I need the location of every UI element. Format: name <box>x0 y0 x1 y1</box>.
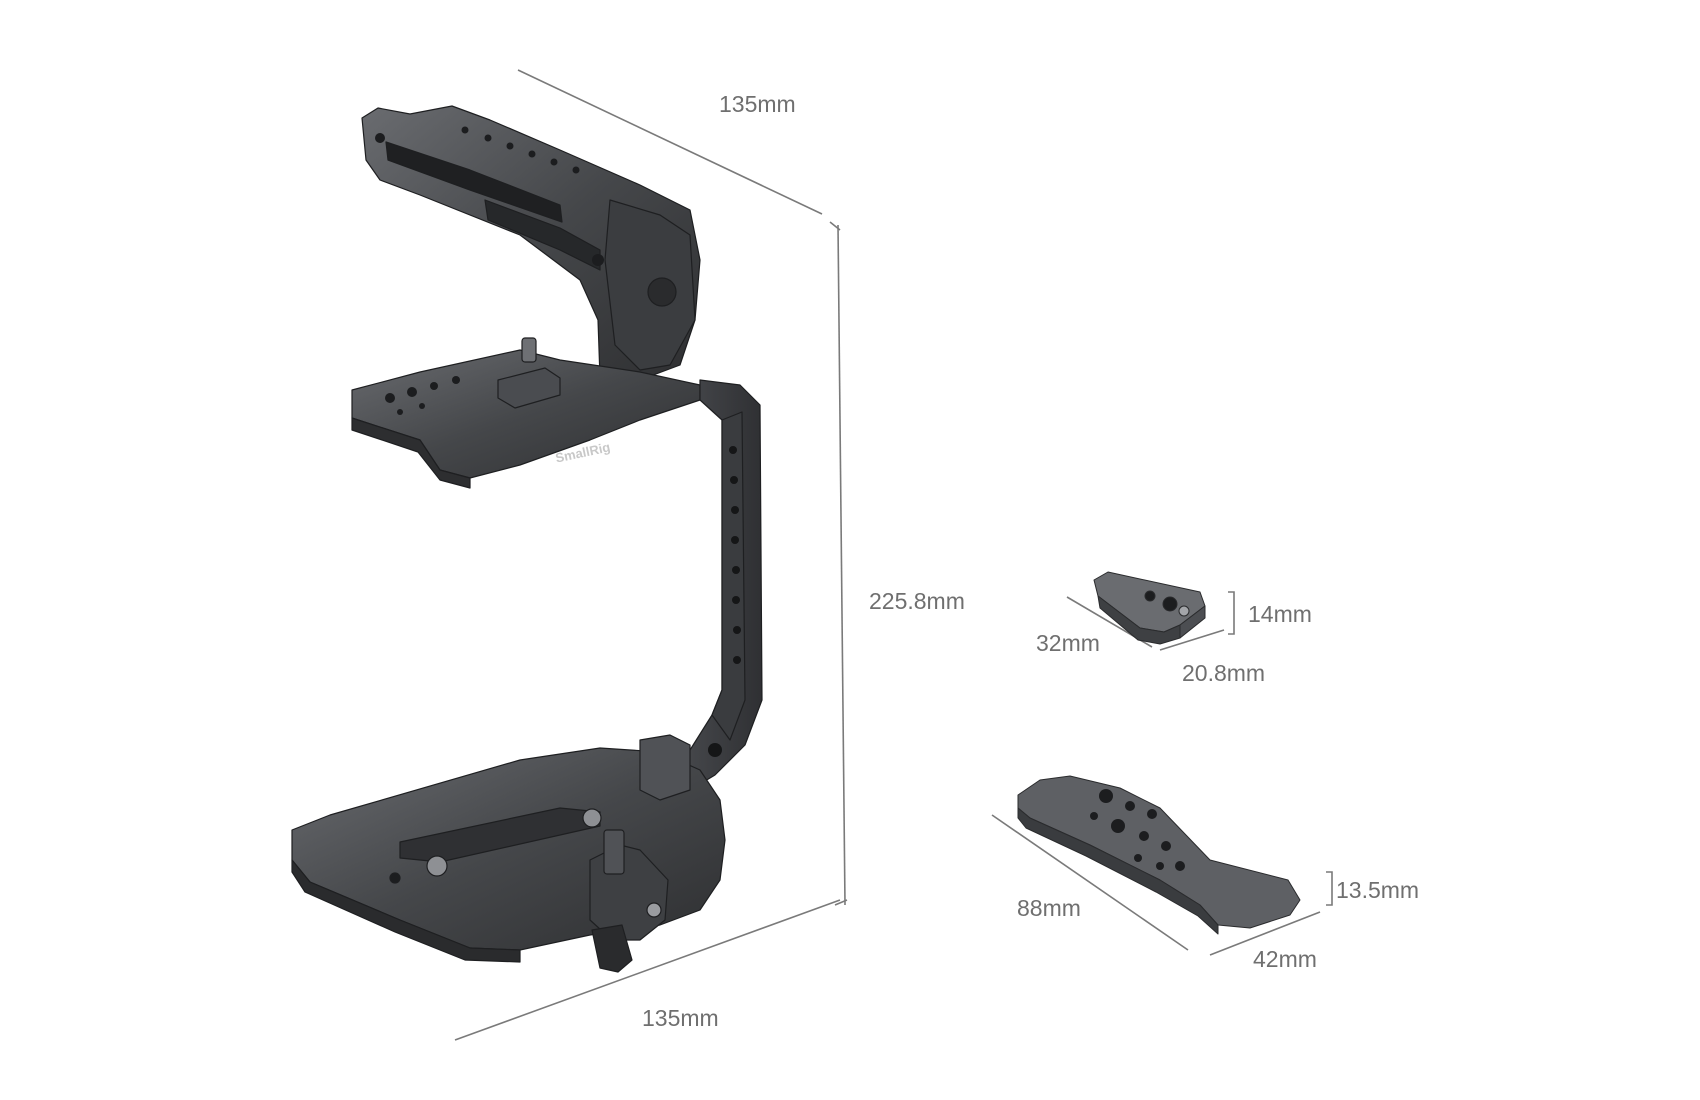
rod-clamp-screw <box>646 902 662 918</box>
small-plate-right <box>1179 605 1206 639</box>
cage-height-label: 225.8mm <box>869 588 965 614</box>
small-plate-length-label: 32mm <box>1036 630 1100 656</box>
base-plate-width-line <box>1209 911 1321 956</box>
cage-height-cap-bottom <box>834 899 848 906</box>
base-plate-height-label: 13.5mm <box>1336 877 1420 903</box>
base-plate-edge <box>291 859 521 963</box>
side-arm <box>669 379 763 791</box>
camera-cage <box>291 105 763 973</box>
base-screw-b <box>582 808 602 828</box>
base-plate-rail <box>399 807 601 863</box>
small-plate-height-bracket <box>1228 591 1235 635</box>
top-handle-slot <box>385 141 563 223</box>
cage-bottom-width-line <box>454 899 841 1041</box>
accessory-plate-edge <box>1017 807 1219 935</box>
small-plate-hole-b <box>1162 596 1178 612</box>
base-plate-raised <box>639 734 691 801</box>
top-plate-side <box>351 417 471 489</box>
top-handle-lower-slot <box>484 199 601 271</box>
base-plate-length-label: 88mm <box>1017 895 1081 921</box>
base-screw-c <box>389 872 401 884</box>
side-arm-face <box>711 411 746 741</box>
handle-knob <box>647 277 677 307</box>
cage-top-depth-line <box>517 69 823 215</box>
dimension-lines <box>454 69 1333 1041</box>
small-plate-width-line <box>1159 629 1225 651</box>
rod-clamp-knob <box>591 924 633 973</box>
side-arm-holes <box>708 446 741 757</box>
base-screw-a <box>426 855 448 877</box>
small-plate-hole-a <box>1144 590 1156 602</box>
small-plate-width-label: 20.8mm <box>1182 660 1266 686</box>
small-plate <box>1093 571 1206 645</box>
base-accessory-plate <box>1017 775 1301 935</box>
small-plate-screw <box>1178 605 1190 617</box>
base-plate-width-label: 42mm <box>1253 946 1317 972</box>
top-plate-clamp <box>497 367 561 409</box>
rod-clamp-post <box>603 829 625 875</box>
small-plate-height-label: 14mm <box>1248 601 1312 627</box>
accessory-plate-holes <box>1090 789 1185 871</box>
cage-bottom-width-label: 135mm <box>642 1005 719 1031</box>
base-plate-length-line <box>991 814 1189 951</box>
cage-height-cap-top <box>829 221 841 231</box>
top-plate-screw <box>521 337 537 363</box>
base-plate-height-bracket <box>1326 871 1333 906</box>
top-plate-holes <box>385 376 460 415</box>
cage-height-line <box>837 224 846 906</box>
cage-top-depth-label: 135mm <box>719 91 796 117</box>
handle-holes <box>375 126 604 266</box>
